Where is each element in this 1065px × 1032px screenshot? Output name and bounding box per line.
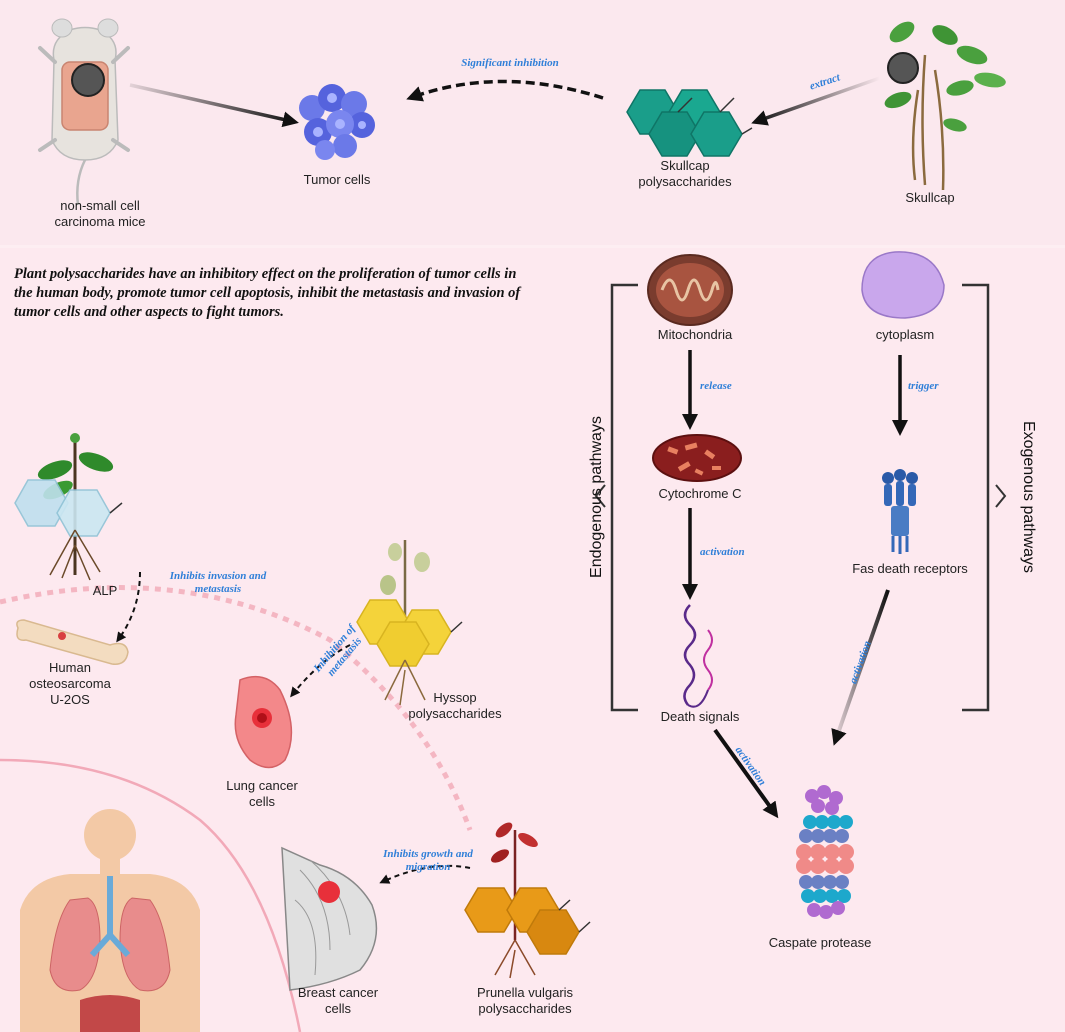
activation-arrow-2 bbox=[831, 589, 890, 746]
exogenous-bracket bbox=[962, 283, 990, 712]
skullcap-polysaccharides-icon bbox=[626, 89, 753, 157]
inhibition-label: Significant inhibition bbox=[461, 57, 559, 69]
mouse-to-tumor-arrow bbox=[129, 83, 299, 128]
trigger-label: trigger bbox=[908, 380, 939, 392]
endogenous-bracket bbox=[610, 283, 638, 712]
inhibition-arrow bbox=[406, 79, 604, 102]
alp-label: ALP bbox=[92, 583, 118, 598]
osteosarcoma-label: Human osteosarcoma U-2OS bbox=[29, 660, 111, 707]
alp-arrow bbox=[116, 571, 141, 643]
caspase-label: Caspate protease bbox=[768, 935, 872, 950]
breast-cancer-label: Breast cancer cells bbox=[297, 985, 379, 1016]
release-label: release bbox=[700, 380, 732, 392]
cytochrome-c-icon bbox=[652, 434, 742, 482]
death-signal-icon bbox=[683, 604, 713, 708]
hyssop-plant-icon bbox=[356, 540, 463, 706]
cytochrome-c-label: Cytochrome C bbox=[658, 486, 742, 501]
endogenous-pathways-label: Endogenous pathways bbox=[588, 416, 605, 578]
exogenous-pathways-label: Exogenous pathways bbox=[1020, 420, 1037, 574]
lung-cancer-label: Lung cancer cells bbox=[226, 778, 298, 809]
alp-arrow-label: Inhibits invasion and metastasis bbox=[169, 570, 267, 595]
breast-icon bbox=[281, 846, 378, 991]
fas-label: Fas death receptors bbox=[852, 561, 968, 576]
skullcap-label: Skullcap bbox=[905, 190, 955, 205]
prunella-label: Prunella vulgaris polysaccharides bbox=[476, 985, 574, 1016]
hyssop-label: Hyssop polysaccharides bbox=[408, 690, 502, 721]
cytoplasm-icon bbox=[861, 251, 945, 319]
caspase-icon bbox=[796, 785, 854, 919]
solid-arc-inner bbox=[0, 758, 302, 1032]
lung-cancer-icon bbox=[234, 675, 293, 769]
cytoplasm-label: cytoplasm bbox=[875, 327, 935, 342]
top-panel bbox=[0, 0, 1065, 245]
activation-arrow-3 bbox=[713, 728, 779, 819]
mice-label: non-small cell carcinoma mice bbox=[54, 198, 146, 229]
prunella-arrow-label: Inhibits growth and migration bbox=[383, 848, 473, 873]
intro-text: Plant polysaccharides have an inhibitory… bbox=[14, 266, 521, 320]
alp-plant-icon bbox=[14, 433, 123, 581]
bone-icon bbox=[16, 619, 129, 665]
tumor-cells-label: Tumor cells bbox=[303, 172, 371, 187]
exogenous-brace-tip bbox=[995, 484, 1007, 508]
human-body-icon bbox=[20, 809, 200, 1032]
skullcap-polysaccharides-label: Skullcap polysaccharides bbox=[638, 158, 732, 189]
mitochondria-label: Mitochondria bbox=[657, 327, 733, 342]
activation-label-1: activation bbox=[700, 546, 745, 558]
mouse-icon bbox=[38, 18, 130, 206]
prunella-plant-icon bbox=[464, 822, 591, 979]
mitochondria-icon bbox=[647, 254, 733, 326]
extract-arrow bbox=[751, 76, 881, 126]
skullcap-plant-icon bbox=[884, 21, 1006, 191]
tumor-cells-icon bbox=[299, 84, 375, 160]
endogenous-brace-tip bbox=[594, 484, 606, 508]
fas-receptor-icon bbox=[882, 469, 918, 554]
death-signals-label: Death signals bbox=[660, 709, 740, 724]
